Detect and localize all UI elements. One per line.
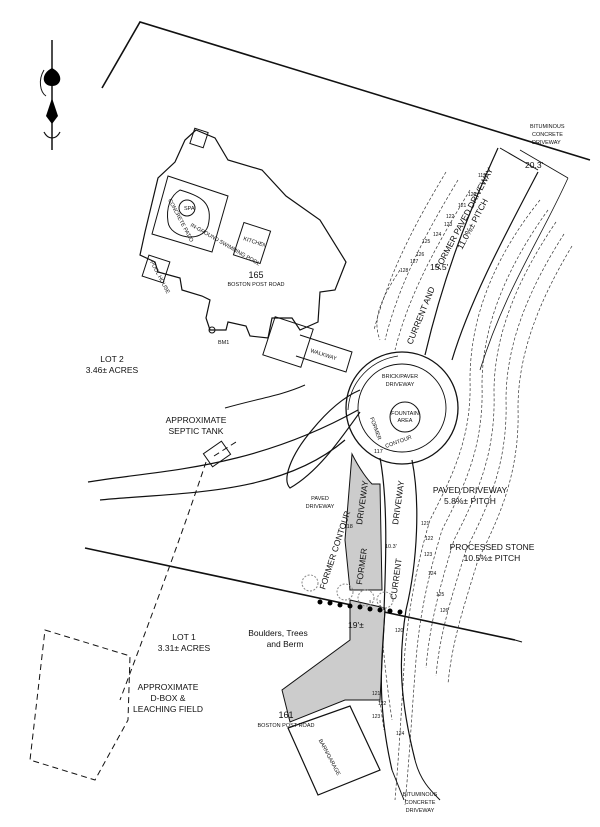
dim-15-5: 15.5' — [430, 262, 449, 272]
processed-stone-2: 10.5%± PITCH — [464, 553, 521, 563]
contour-126: 126 — [416, 252, 425, 258]
dim-10-3: 10.3' — [385, 544, 397, 550]
contour-122c: 122 — [378, 701, 387, 707]
brick-paver-circle — [345, 351, 459, 465]
pool-house-label: POOL HOUSE — [148, 260, 170, 295]
barn-label: BARN/GARAGE — [317, 738, 341, 777]
contour-123: 123 — [444, 222, 453, 228]
dim-20-3: 20.3' — [525, 160, 544, 170]
property-lines — [84, 21, 591, 643]
contour-121b: 121 — [421, 521, 430, 527]
elev-117-label: 117 — [374, 449, 383, 455]
lot2-area: 3.46± ACRES — [86, 365, 139, 375]
dim-19: 19'± — [348, 620, 364, 630]
bituminous-bottom-2: CONCRETE — [405, 800, 436, 806]
house-165-street: BOSTON POST ROAD — [228, 282, 285, 288]
house-165-number: 165 — [248, 270, 263, 280]
contour-125: 125 — [422, 239, 431, 245]
paved-driveway-label-1: PAVED — [311, 496, 329, 502]
north-arrow-icon — [39, 40, 61, 150]
lot1-area: 3.31± ACRES — [158, 643, 211, 653]
contour-128: 128 — [400, 268, 409, 274]
septic-label-2: SEPTIC TANK — [169, 426, 224, 436]
bituminous-top-2: CONCRETE — [532, 132, 563, 138]
fountain-label-2: AREA — [398, 418, 413, 424]
house-161-street: BOSTON POST ROAD — [258, 723, 315, 729]
patio-label: CONCRETE PATIO — [166, 198, 194, 244]
current-driveway-label: DRIVEWAY — [390, 480, 406, 526]
contour-123b: 123 — [424, 552, 433, 558]
lot1-name: LOT 1 — [172, 632, 196, 642]
contour-numbers: 119 120 121 122 123 124 125 126 127 128 … — [372, 173, 486, 737]
contour-124b: 124 — [428, 571, 437, 577]
contour-119: 119 — [478, 173, 486, 179]
contour-125b: 125 — [436, 592, 445, 598]
paved-driveway — [87, 384, 361, 501]
boulders-trees-berm — [301, 574, 403, 615]
contour-121: 121 — [458, 203, 467, 209]
bituminous-top-3: DRIVEWAY — [532, 140, 561, 146]
brick-paver-label-2: DRIVEWAY — [386, 382, 415, 388]
spa-label: SPA — [184, 206, 195, 212]
dbox-label-3: LEACHING FIELD — [133, 704, 203, 714]
dbox-label-1: APPROXIMATE — [138, 682, 199, 692]
contour-circle-label: CONTOUR — [385, 435, 413, 450]
septic-system — [29, 440, 237, 781]
contour-127: 127 — [410, 259, 419, 265]
contour-122: 122 — [446, 214, 455, 220]
contour-123c: 123 — [372, 714, 381, 720]
former-paved-driveway — [424, 147, 569, 371]
former-driveway-shaded — [281, 452, 386, 723]
contour-121c: 121 — [372, 691, 381, 697]
contour-lines — [369, 171, 573, 806]
dbox-label-2: D-BOX & — [151, 693, 186, 703]
processed-stone-1: PROCESSED STONE — [450, 542, 535, 552]
fountain-label-1: FOUNTAIN — [391, 411, 419, 417]
brick-paver-label-1: BRICK/PAVER — [382, 374, 418, 380]
walkway-label: WALKWAY — [309, 348, 337, 362]
bituminous-bottom-1: BITUMINOUS — [403, 792, 438, 798]
kitchen-label: KITCHEN — [242, 236, 267, 249]
former-paved-label: FORMER PAVED DRIVEWAY — [433, 166, 495, 271]
house-165 — [139, 127, 353, 373]
barn-garage — [287, 705, 381, 796]
paved-pitch-2: 5.8%± PITCH — [444, 496, 496, 506]
paved-pitch-1: PAVED DRIVEWAY — [433, 485, 508, 495]
contour-126b: 126 — [440, 608, 449, 614]
bituminous-bottom-3: DRIVEWAY — [406, 808, 435, 814]
current-driveway — [379, 457, 441, 801]
contour-124c: 124 — [396, 731, 405, 737]
paved-driveway-label-2: DRIVEWAY — [306, 504, 335, 510]
boulders-label-2: and Berm — [267, 639, 304, 649]
septic-label-1: APPROXIMATE — [166, 415, 227, 425]
house-161-number: 161 — [278, 710, 293, 720]
current-and-label: CURRENT AND — [405, 285, 437, 346]
former-circle-label: FORMER — [368, 417, 382, 441]
bituminous-top-1: BITUMINOUS — [530, 124, 565, 130]
contour-124: 124 — [433, 232, 442, 238]
boulders-label-1: Boulders, Trees — [248, 628, 308, 638]
contour-122b: 122 — [425, 536, 434, 542]
current-word-label: CURRENT — [388, 558, 404, 601]
elev-118-label: 118 — [344, 524, 353, 530]
lot2-name: LOT 2 — [100, 354, 124, 364]
contour-120c: 120 — [395, 628, 404, 634]
bm1-label: BM1 — [218, 340, 229, 346]
pool-label: IN-GROUND SWIMMING POOL — [189, 223, 261, 268]
contour-120: 120 — [468, 192, 477, 198]
